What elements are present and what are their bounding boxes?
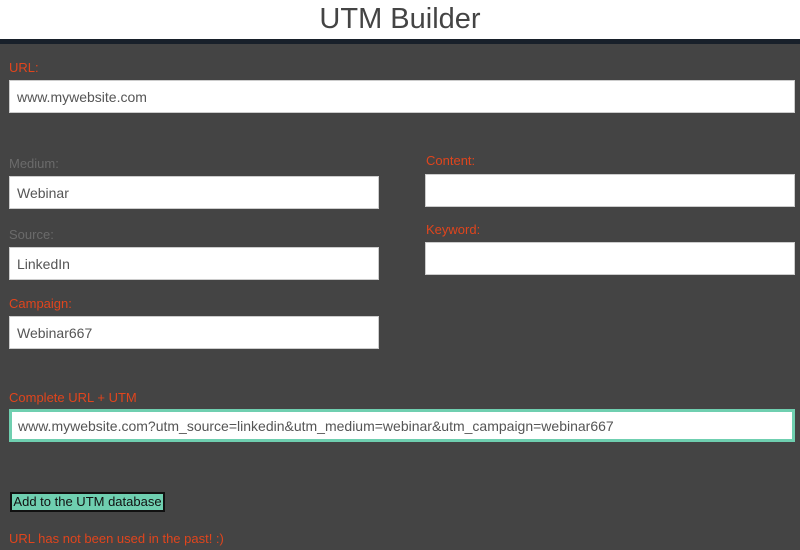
content-input[interactable] — [425, 174, 795, 207]
source-input[interactable] — [9, 247, 379, 280]
header-divider — [0, 39, 800, 44]
campaign-input[interactable] — [9, 316, 379, 349]
keyword-label: Keyword: — [426, 222, 481, 237]
keyword-input[interactable] — [425, 242, 795, 275]
medium-input[interactable] — [9, 176, 379, 209]
campaign-label: Campaign: — [9, 296, 72, 311]
status-message: URL has not been used in the past! :) — [9, 531, 224, 546]
complete-url-input[interactable] — [9, 409, 795, 442]
page-title: UTM Builder — [319, 3, 481, 35]
url-label: URL: — [9, 60, 39, 75]
complete-url-label: Complete URL + UTM — [9, 390, 137, 405]
medium-label: Medium: — [9, 156, 59, 171]
source-label: Source: — [9, 227, 54, 242]
header: UTM Builder — [0, 0, 800, 39]
url-input[interactable] — [9, 80, 795, 113]
add-to-database-button[interactable]: Add to the UTM database — [10, 492, 165, 512]
content-label: Content: — [426, 153, 476, 168]
